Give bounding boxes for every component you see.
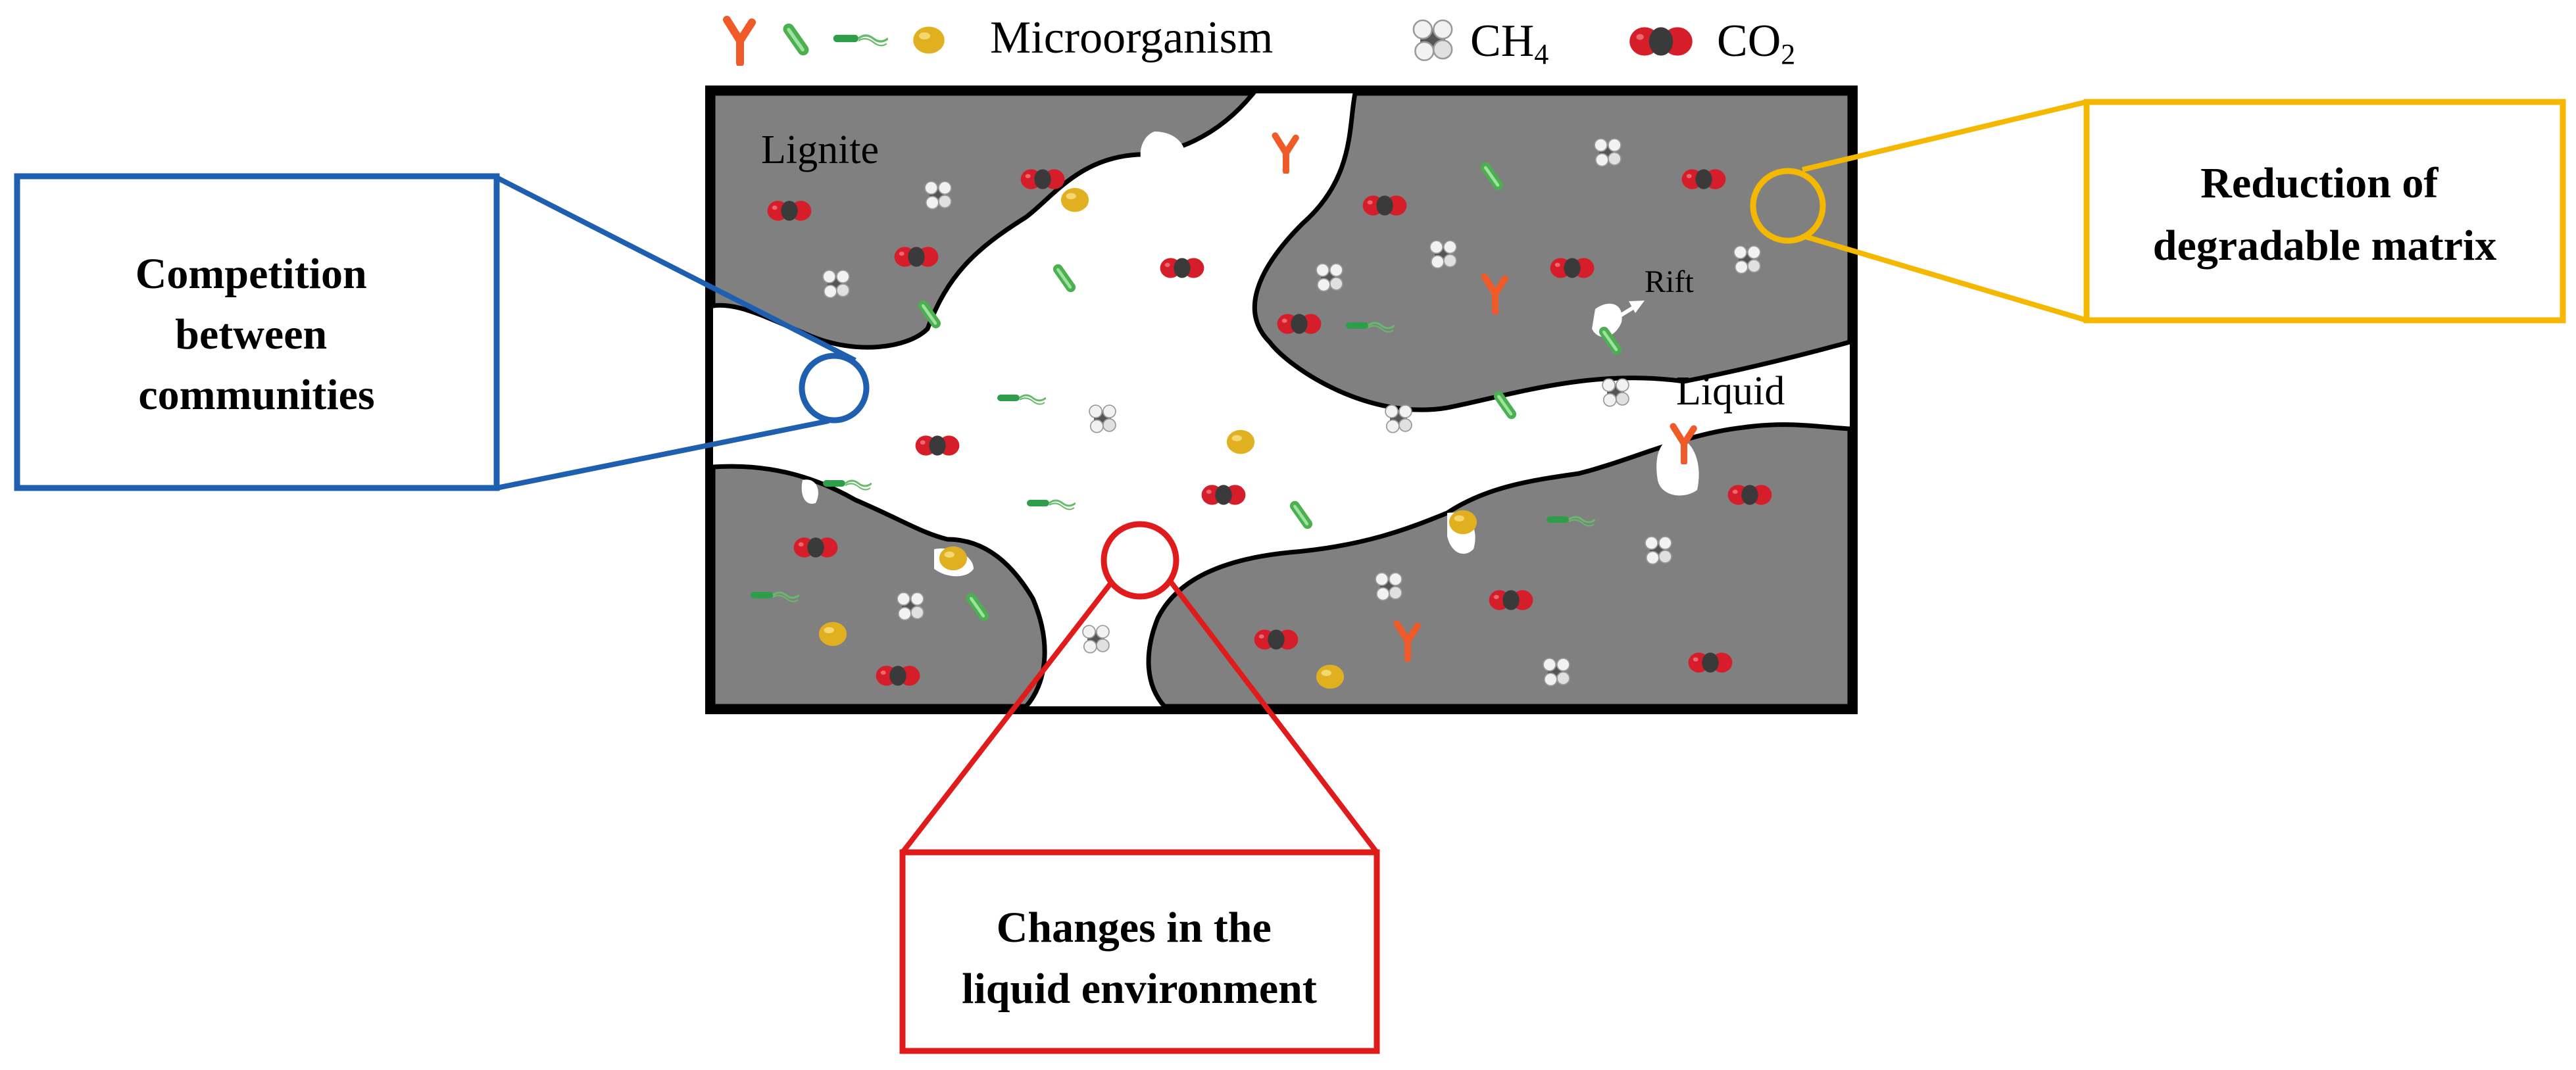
legend: Microorganism CH4 CO2 bbox=[727, 12, 1795, 70]
callout-competition: Competition between communities bbox=[14, 173, 870, 491]
legend-ch4-subscript: 4 bbox=[1534, 38, 1548, 70]
liquid-label: Liquid bbox=[1676, 369, 1785, 414]
coccus-microbe-icon bbox=[913, 26, 945, 54]
reduction-line-1: Reduction of bbox=[2200, 159, 2439, 207]
coccus-microbe-icon bbox=[939, 546, 968, 571]
lignite-label: Lignite bbox=[761, 128, 879, 172]
co2-molecule-icon bbox=[1550, 258, 1595, 278]
legend-co2-subscript: 2 bbox=[1781, 38, 1795, 70]
co2-molecule-icon bbox=[915, 435, 960, 456]
lignite-region-lower-left bbox=[710, 464, 1047, 709]
co2-molecule-icon bbox=[1254, 629, 1299, 650]
coccus-microbe-icon bbox=[1449, 510, 1477, 535]
co2-molecule-icon bbox=[1688, 652, 1733, 673]
lignite-region-lower-right bbox=[1146, 422, 1852, 709]
rift-label: Rift bbox=[1645, 264, 1694, 299]
svg-text:Reduction of degradable: Reduction of degradable matrix bbox=[2153, 159, 2496, 270]
ch4-molecule-icon bbox=[1412, 19, 1453, 61]
rift-arrowhead-icon bbox=[1629, 301, 1645, 313]
flagellated-microbe-icon bbox=[832, 34, 888, 47]
co2-molecule-icon bbox=[793, 537, 838, 558]
particles bbox=[749, 135, 1772, 689]
changes-line-1: Changes in the bbox=[997, 904, 1272, 952]
reduction-line-2: degradable matrix bbox=[2153, 222, 2496, 270]
co2-molecule-icon bbox=[1020, 169, 1065, 189]
changes-line-2: liquid environment bbox=[962, 965, 1317, 1013]
svg-text:Changes in the liquid en: Changes in the liquid environment bbox=[962, 904, 1317, 1013]
co2-molecule-icon bbox=[1201, 485, 1246, 505]
co2-molecule-icon bbox=[894, 247, 939, 267]
rod-microbe-icon bbox=[781, 21, 811, 58]
co2-molecule-icon bbox=[1277, 314, 1322, 334]
legend-ch4: CH bbox=[1470, 16, 1534, 66]
co2-molecule-icon bbox=[1362, 195, 1407, 216]
callout-changes: Changes in the liquid environment bbox=[899, 521, 1380, 1054]
co2-molecule-icon bbox=[767, 201, 812, 221]
competition-line-3: communities bbox=[138, 371, 374, 419]
legend-co2: CO bbox=[1717, 16, 1781, 66]
competition-line-2: between bbox=[175, 310, 327, 358]
coccus-microbe-icon bbox=[1226, 429, 1255, 454]
callout-reduction: Reduction of degradable matrix bbox=[1750, 99, 2566, 324]
co2-molecule-icon bbox=[1629, 27, 1693, 56]
competition-line-1: Competition bbox=[136, 250, 367, 298]
lignite-box bbox=[705, 85, 1858, 714]
svg-text:Competition between: Competition between communities bbox=[136, 250, 378, 419]
co2-molecule-icon bbox=[876, 666, 920, 686]
coccus-microbe-icon bbox=[818, 621, 847, 646]
svg-text:CH4: CH4 bbox=[1470, 16, 1548, 70]
coccus-microbe-icon bbox=[1060, 187, 1089, 212]
co2-molecule-icon bbox=[1489, 590, 1533, 610]
coccus-microbe-icon bbox=[1316, 664, 1345, 689]
y-shaped-microbe-icon bbox=[727, 20, 752, 63]
co2-molecule-icon bbox=[1160, 258, 1204, 278]
svg-text:CO2: CO2 bbox=[1717, 16, 1795, 70]
co2-molecule-icon bbox=[1727, 485, 1772, 505]
legend-microorganism: Microorganism bbox=[990, 12, 1273, 63]
co2-molecule-icon bbox=[1681, 169, 1726, 189]
